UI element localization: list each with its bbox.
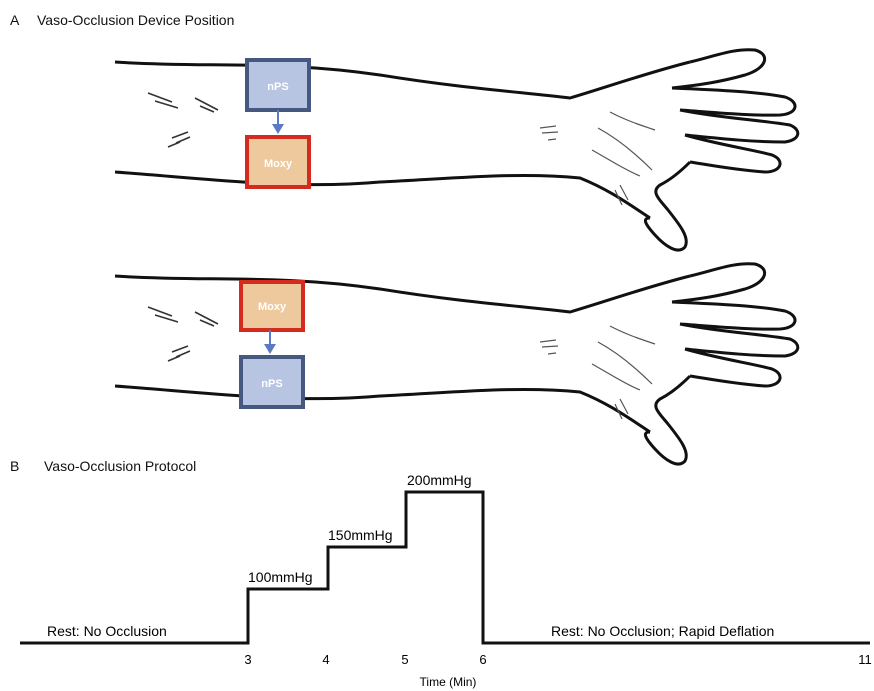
step-label-100: 100mmHg (248, 569, 313, 585)
top-moxy-label: Moxy (264, 158, 293, 170)
rest-end-label: Rest: No Occlusion; Rapid Deflation (551, 623, 774, 639)
bottom-moxy-device: Moxy (241, 282, 303, 330)
step-label-200: 200mmHg (407, 472, 472, 488)
tick-6: 6 (479, 652, 486, 667)
tick-11: 11 (858, 652, 872, 667)
x-axis-label: Time (Min) (420, 675, 477, 689)
protocol-timeline (20, 492, 870, 643)
tick-3: 3 (244, 652, 251, 667)
step-label-150: 150mmHg (328, 527, 393, 543)
bottom-nps-device: nPS (241, 357, 303, 407)
top-nps-device: nPS (247, 60, 309, 110)
arm-illustration-top (115, 50, 798, 250)
arm-illustration-bottom (115, 264, 798, 464)
top-moxy-device: Moxy (247, 137, 309, 187)
top-nps-label: nPS (267, 81, 288, 93)
tick-5: 5 (401, 652, 408, 667)
bottom-device-arrow (264, 330, 276, 354)
rest-start-label: Rest: No Occlusion (47, 623, 167, 639)
bottom-moxy-label: Moxy (258, 301, 287, 313)
top-device-arrow (272, 110, 284, 134)
bottom-nps-label: nPS (261, 378, 282, 390)
tick-4: 4 (322, 652, 329, 667)
